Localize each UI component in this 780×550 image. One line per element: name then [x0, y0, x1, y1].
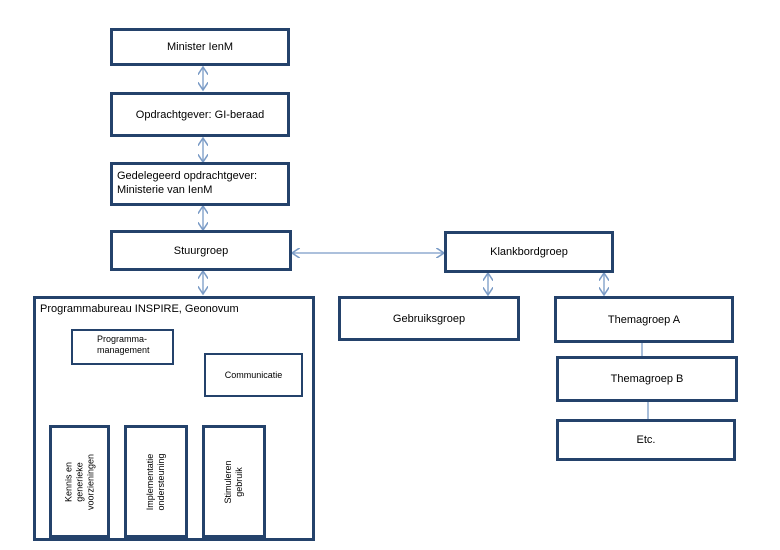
box-opdrachtgever: Opdrachtgever: GI-beraad — [110, 92, 290, 137]
opdrachtgever-label: Opdrachtgever: GI-beraad — [135, 108, 265, 121]
gedelegeerd-label-line2: Ministerie van IenM — [117, 184, 213, 196]
themagroep-b-label: Themagroep B — [610, 373, 684, 385]
stuurgroep-label: Stuurgroep — [173, 244, 229, 257]
gedelegeerd-label-line1: Gedelegeerd opdrachtgever: — [117, 170, 258, 182]
box-gebruiksgroep: Gebruiksgroep — [338, 296, 520, 341]
gebruiksgroep-label: Gebruiksgroep — [392, 312, 466, 325]
box-themagroep-a: Themagroep A — [554, 296, 734, 343]
box-klankbordgroep: Klankbordgroep — [444, 231, 614, 273]
box-gedelegeerd-opdrachtgever: Gedelegeerd opdrachtgever: Ministerie va… — [110, 162, 290, 206]
programmabureau-label: Programmabureau INSPIRE, Geonovum — [40, 303, 239, 315]
klankbordgroep-label: Klankbordgroep — [490, 246, 568, 258]
etc-label: Etc. — [636, 434, 656, 446]
programma-label-line2: management — [97, 345, 150, 355]
box-minister: Minister IenM — [110, 28, 290, 66]
box-programmamanagement: Programma- management — [71, 329, 174, 365]
box-etc: Etc. — [556, 419, 736, 461]
themagroep-a-label: Themagroep A — [607, 313, 681, 326]
minister-label: Minister IenM — [166, 41, 234, 53]
box-stuurgroep: Stuurgroep — [110, 230, 292, 271]
programma-label-line1: Programma- — [97, 334, 148, 344]
box-themagroep-b: Themagroep B — [556, 356, 738, 402]
communicatie-label: Communicatie — [224, 370, 283, 380]
box-communicatie: Communicatie — [204, 353, 303, 397]
